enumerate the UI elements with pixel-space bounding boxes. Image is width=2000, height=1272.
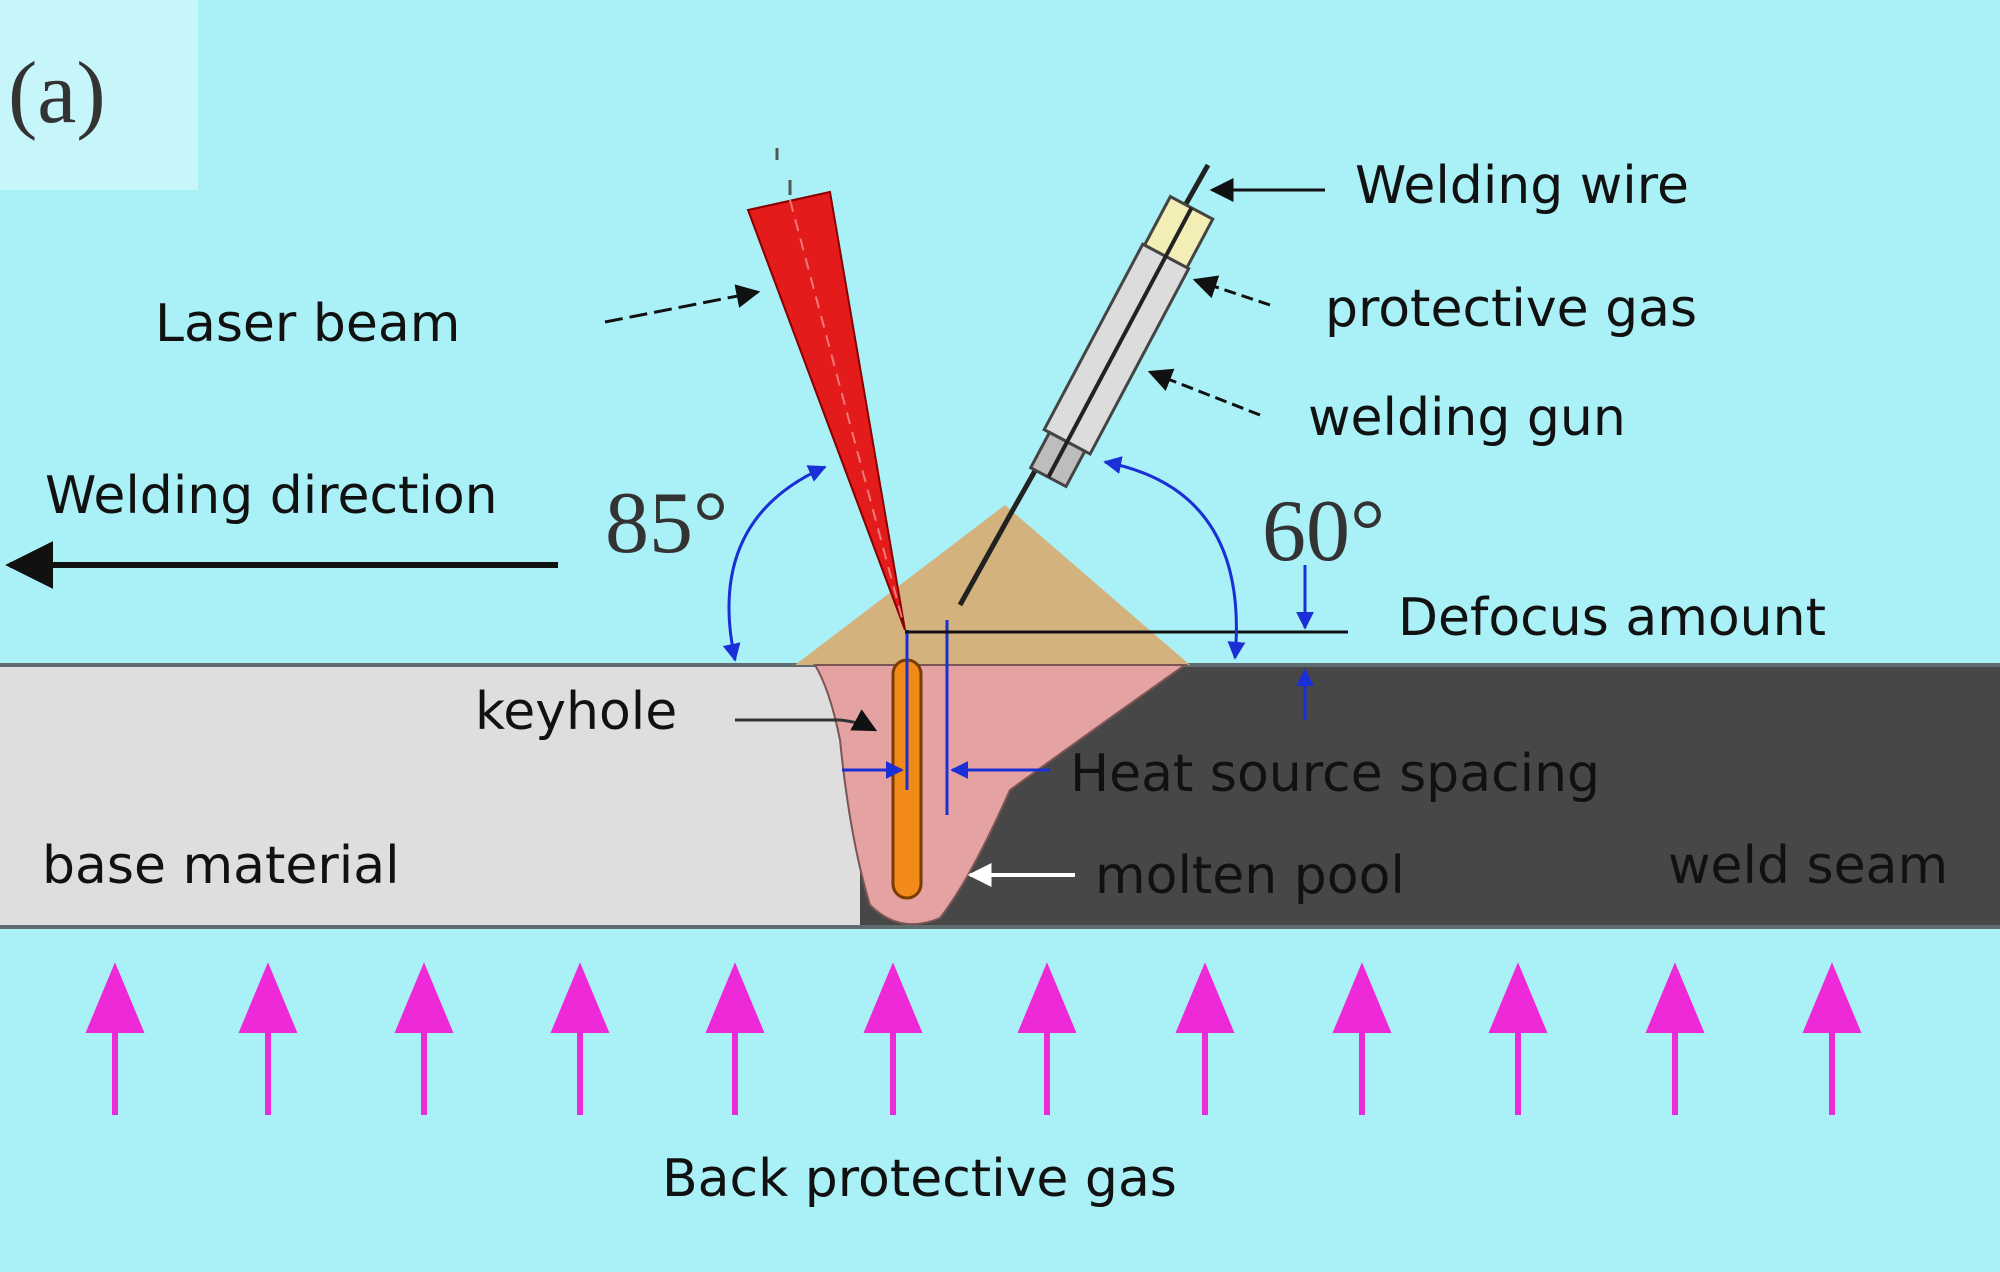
keyhole-label: keyhole (475, 682, 678, 742)
back-gas-arrowhead (550, 962, 610, 1033)
panel-label-box (0, 0, 198, 190)
laser-axis (789, 199, 904, 623)
angle-60-arc (1103, 456, 1246, 660)
welding-gun-pointer (1147, 368, 1261, 417)
welding-wire-label: Welding wire (1355, 156, 1689, 216)
heat-source-spacing-label: Heat source spacing (1070, 744, 1601, 804)
shielding-gas-cone (795, 505, 1190, 665)
panel-label: (a) (8, 45, 106, 142)
back-protective-gas-label: Back protective gas (662, 1149, 1177, 1209)
welding-gun (1028, 194, 1215, 489)
angle-60-label: 60° (1262, 483, 1386, 580)
welding-gun-label: welding gun (1308, 388, 1626, 448)
back-gas-arrowhead (1332, 962, 1392, 1033)
back-gas-arrowhead (1802, 962, 1862, 1033)
laser-beam-pointer (604, 284, 761, 324)
back-gas-arrowhead (1488, 962, 1548, 1033)
back-gas-arrowhead (85, 962, 145, 1033)
back-gas-arrowhead (1645, 962, 1705, 1033)
weld-seam-label: weld seam (1668, 836, 1949, 896)
angle-85-arc (722, 465, 827, 662)
welding-direction-label: Welding direction (45, 466, 498, 526)
angle-85-label: 85° (605, 475, 729, 572)
molten-pool-label: molten pool (1095, 846, 1405, 906)
back-gas-arrowhead (394, 962, 454, 1033)
back-gas-arrowhead (1017, 962, 1077, 1033)
back-gas-arrowhead (1175, 962, 1235, 1033)
back-gas-arrowhead (863, 962, 923, 1033)
back-gas-arrowhead (238, 962, 298, 1033)
defocus-amount-label: Defocus amount (1398, 588, 1826, 648)
laser-beam-label: Laser beam (155, 294, 461, 354)
gun-wire-core (1046, 206, 1194, 479)
protective-gas-label: protective gas (1325, 279, 1698, 339)
back-gas-arrowhead (705, 962, 765, 1033)
base-material-label: base material (42, 836, 400, 896)
laser-beam (746, 190, 906, 631)
back-gas-arrows (85, 962, 1862, 1115)
protective-gas-pointer (1192, 275, 1271, 307)
keyhole-pointer (735, 709, 878, 732)
